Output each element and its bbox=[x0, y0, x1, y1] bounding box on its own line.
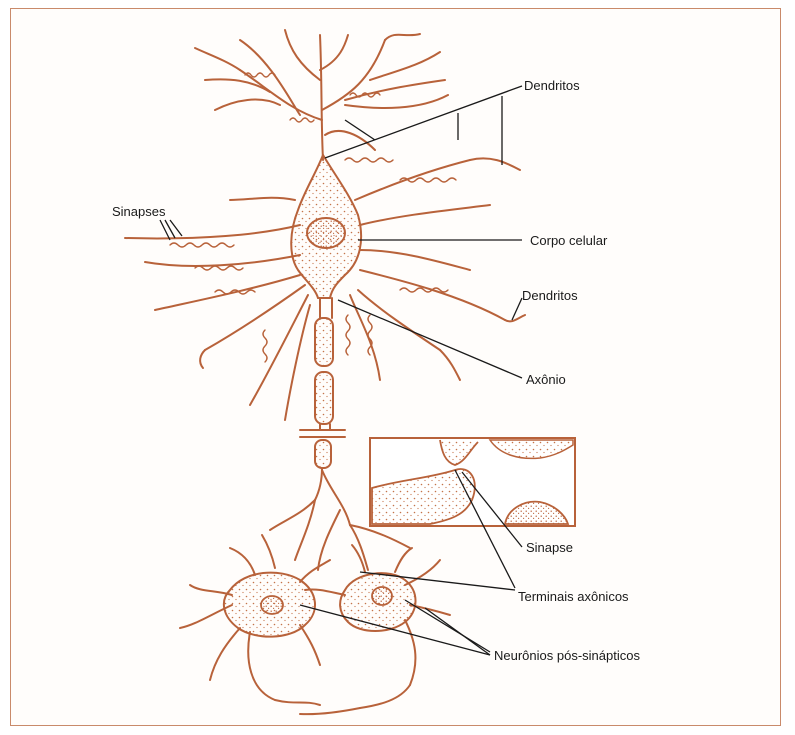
postsynaptic-neuron-left bbox=[180, 535, 330, 705]
label-dendritos-right: Dendritos bbox=[522, 288, 578, 303]
label-corpo-celular: Corpo celular bbox=[530, 233, 608, 248]
dendrites-left bbox=[125, 198, 310, 420]
nucleus bbox=[307, 218, 345, 248]
label-axonio: Axônio bbox=[526, 372, 566, 387]
postsynaptic-neuron-right bbox=[300, 545, 450, 714]
label-neuronios-pos-sinapticos: Neurônios pós-sinápticos bbox=[494, 648, 640, 663]
label-dendritos-top: Dendritos bbox=[524, 78, 580, 93]
dendritic-spines-top bbox=[245, 73, 456, 182]
axon bbox=[300, 298, 350, 525]
label-sinapse: Sinapse bbox=[526, 540, 573, 555]
leader-lines bbox=[160, 86, 522, 655]
synapse-inset bbox=[370, 438, 575, 526]
dendrites-top bbox=[195, 30, 448, 160]
label-sinapses: Sinapses bbox=[112, 204, 166, 219]
label-terminais-axonicos: Terminais axônicos bbox=[518, 589, 629, 604]
dendrites-right bbox=[350, 158, 525, 380]
